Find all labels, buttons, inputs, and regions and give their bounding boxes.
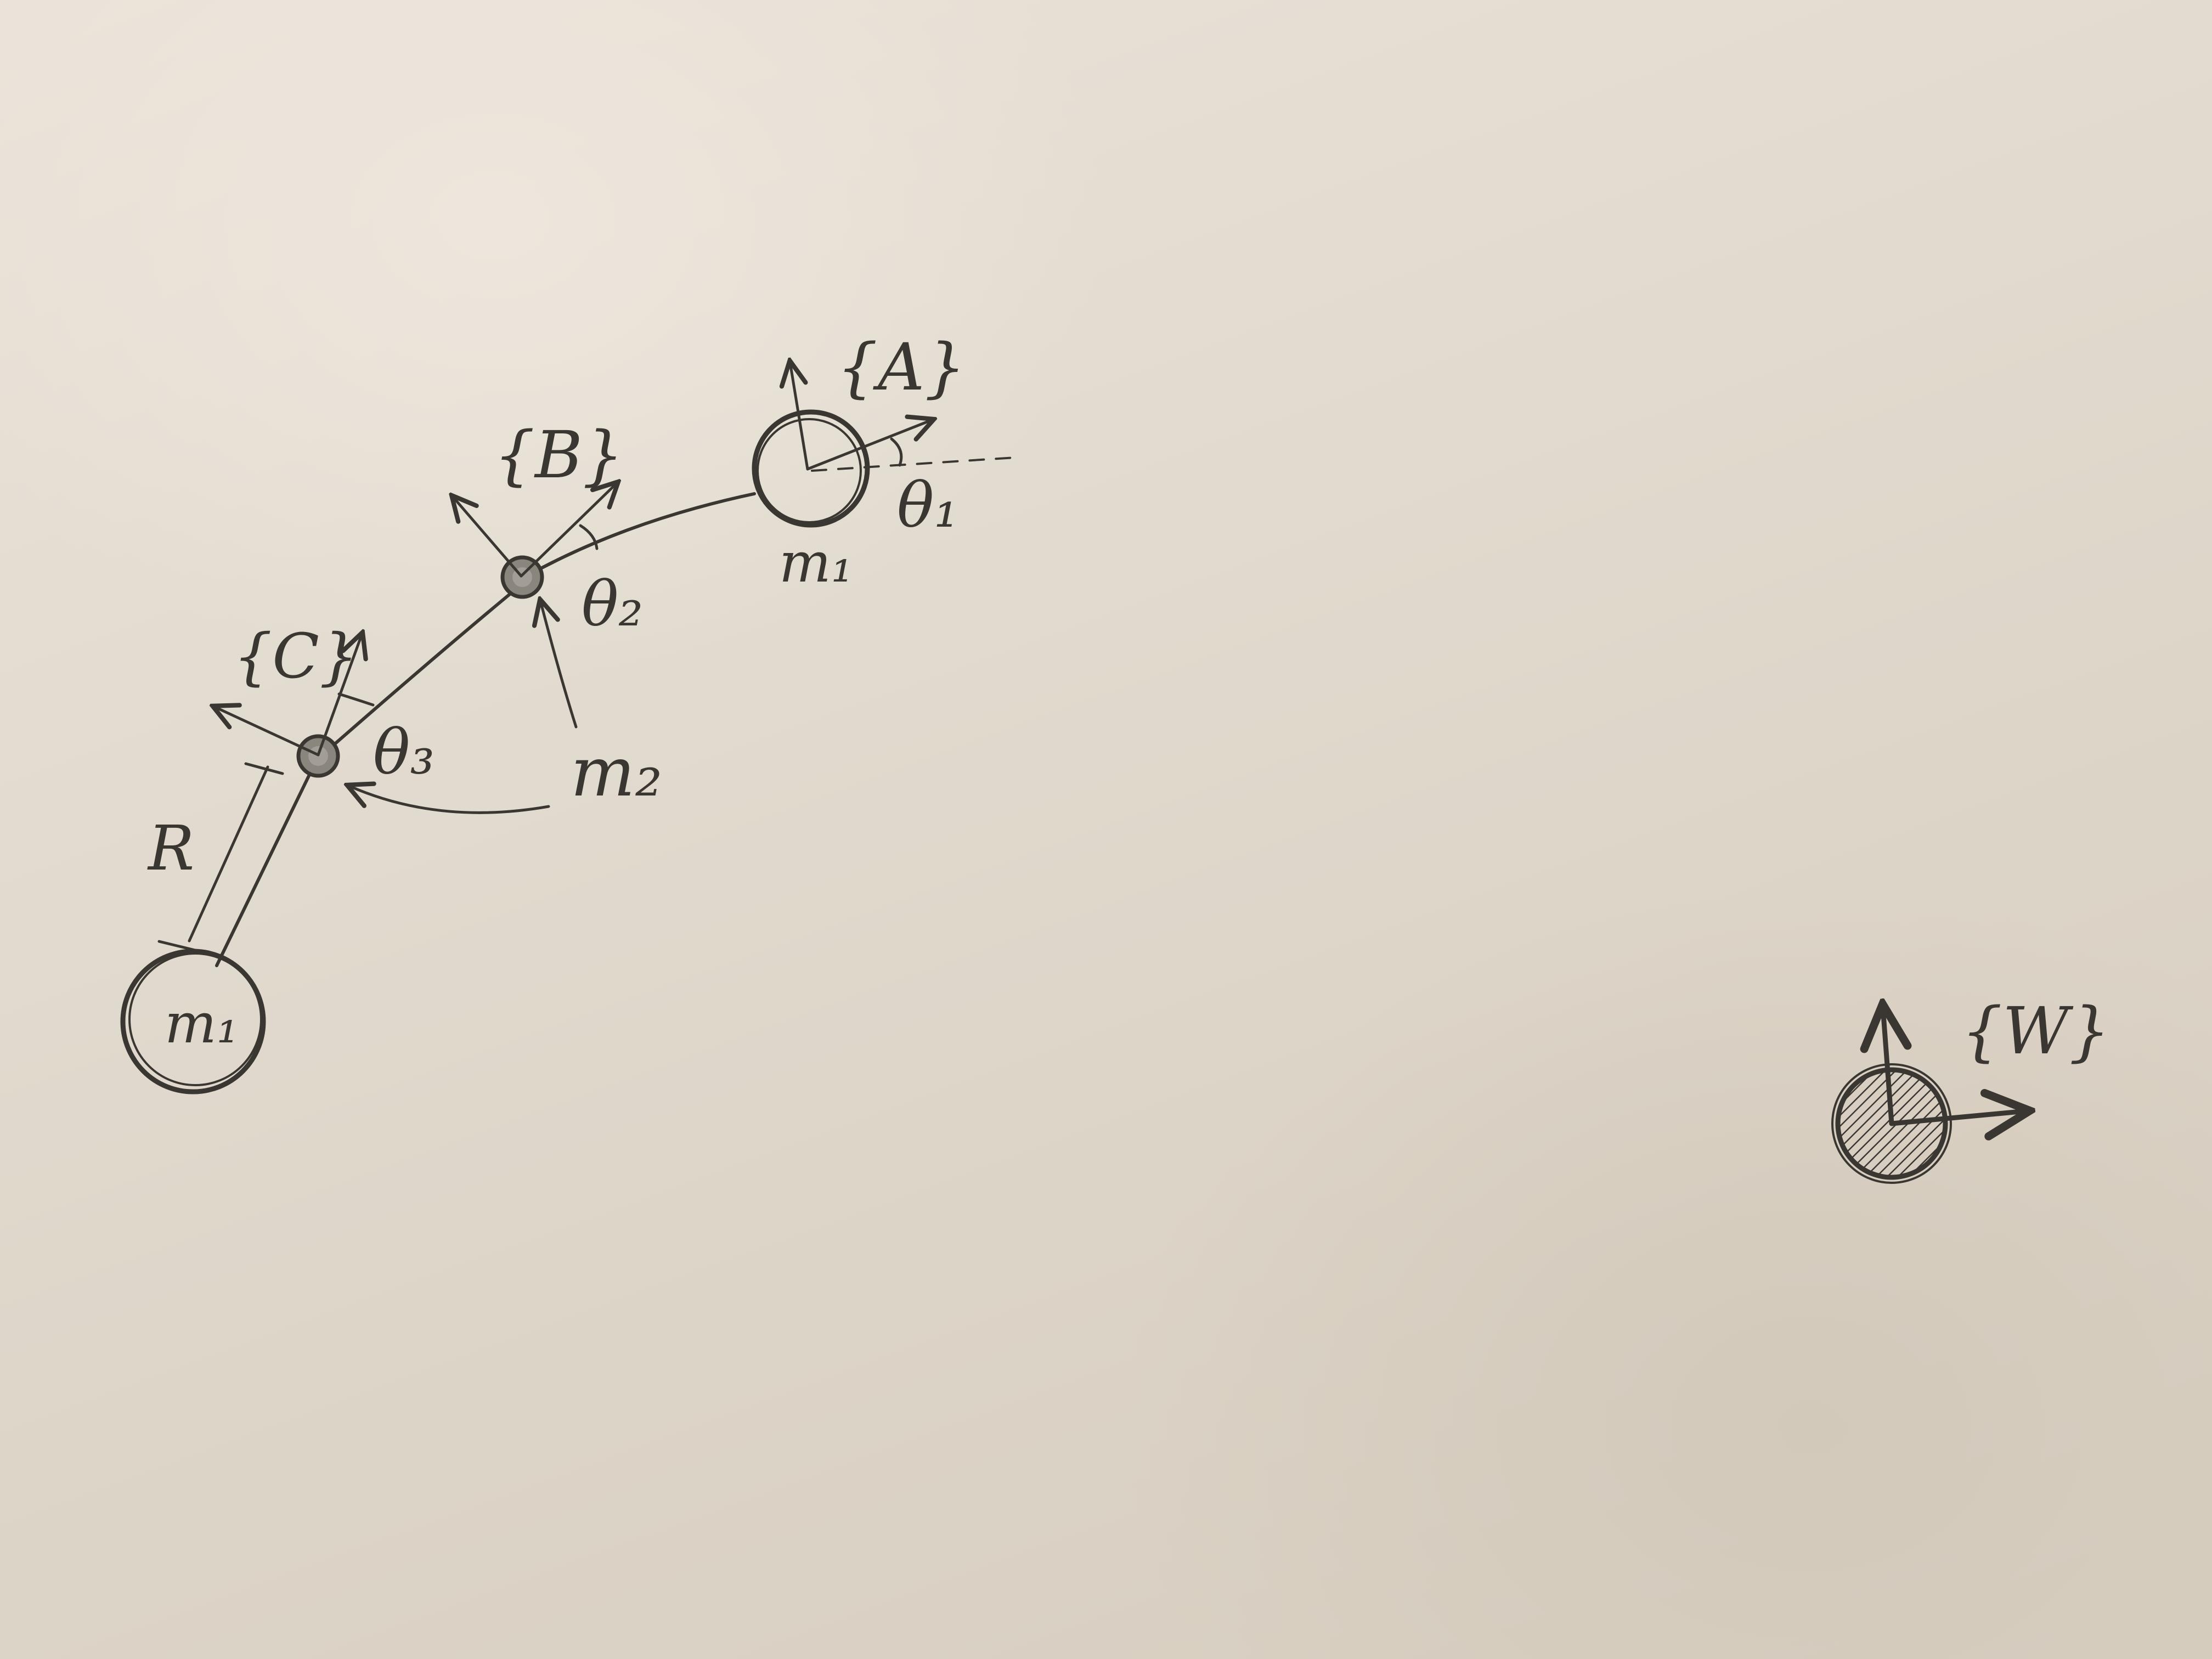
world-frame <box>1831 1007 2027 1184</box>
link-b-c <box>328 585 520 751</box>
mass-m2-label: m₂ <box>571 733 662 812</box>
theta-1-label: θ₁ <box>897 470 958 541</box>
theta-3-label: θ₃ <box>373 717 435 788</box>
frame-c-label: {C} <box>233 621 358 692</box>
mass-m1-end <box>120 949 266 1094</box>
frame-a-x-axis <box>806 420 933 471</box>
frame-a-axes <box>790 362 1016 472</box>
frame-a-y-axis <box>790 362 809 471</box>
rod-r <box>215 772 312 967</box>
theta-2-arc <box>579 524 599 550</box>
frame-b-label: {B} <box>494 417 624 493</box>
m2-pointer-to-b <box>540 601 578 729</box>
m2-pointers <box>348 601 578 814</box>
m2-pointer-to-c <box>348 786 550 814</box>
frame-c-axes <box>214 634 375 757</box>
link-a-b <box>525 492 756 578</box>
length-r-label: R <box>147 813 194 884</box>
frame-w-x-axis <box>1889 1111 2027 1124</box>
theta-3-arc <box>337 692 375 707</box>
arm-links <box>328 492 756 751</box>
frame-b-y-axis <box>453 496 523 578</box>
frame-c-y-axis <box>214 707 320 757</box>
frame-a-label: {A} <box>837 329 966 405</box>
theta-1-arc <box>890 437 903 467</box>
mass-m1-top <box>752 409 870 528</box>
frame-w-label: {W} <box>1961 993 2110 1069</box>
frame-w-y-axis <box>1883 1007 1892 1126</box>
mass-m1-top-label: m₁ <box>779 531 853 595</box>
theta-2-label: θ₂ <box>582 569 643 640</box>
frame-b-x-axis <box>520 483 617 578</box>
frame-b-axes <box>453 483 617 578</box>
mass-m1-end-label: m₁ <box>165 991 239 1056</box>
frame-a-reference-dashed <box>811 456 1016 472</box>
